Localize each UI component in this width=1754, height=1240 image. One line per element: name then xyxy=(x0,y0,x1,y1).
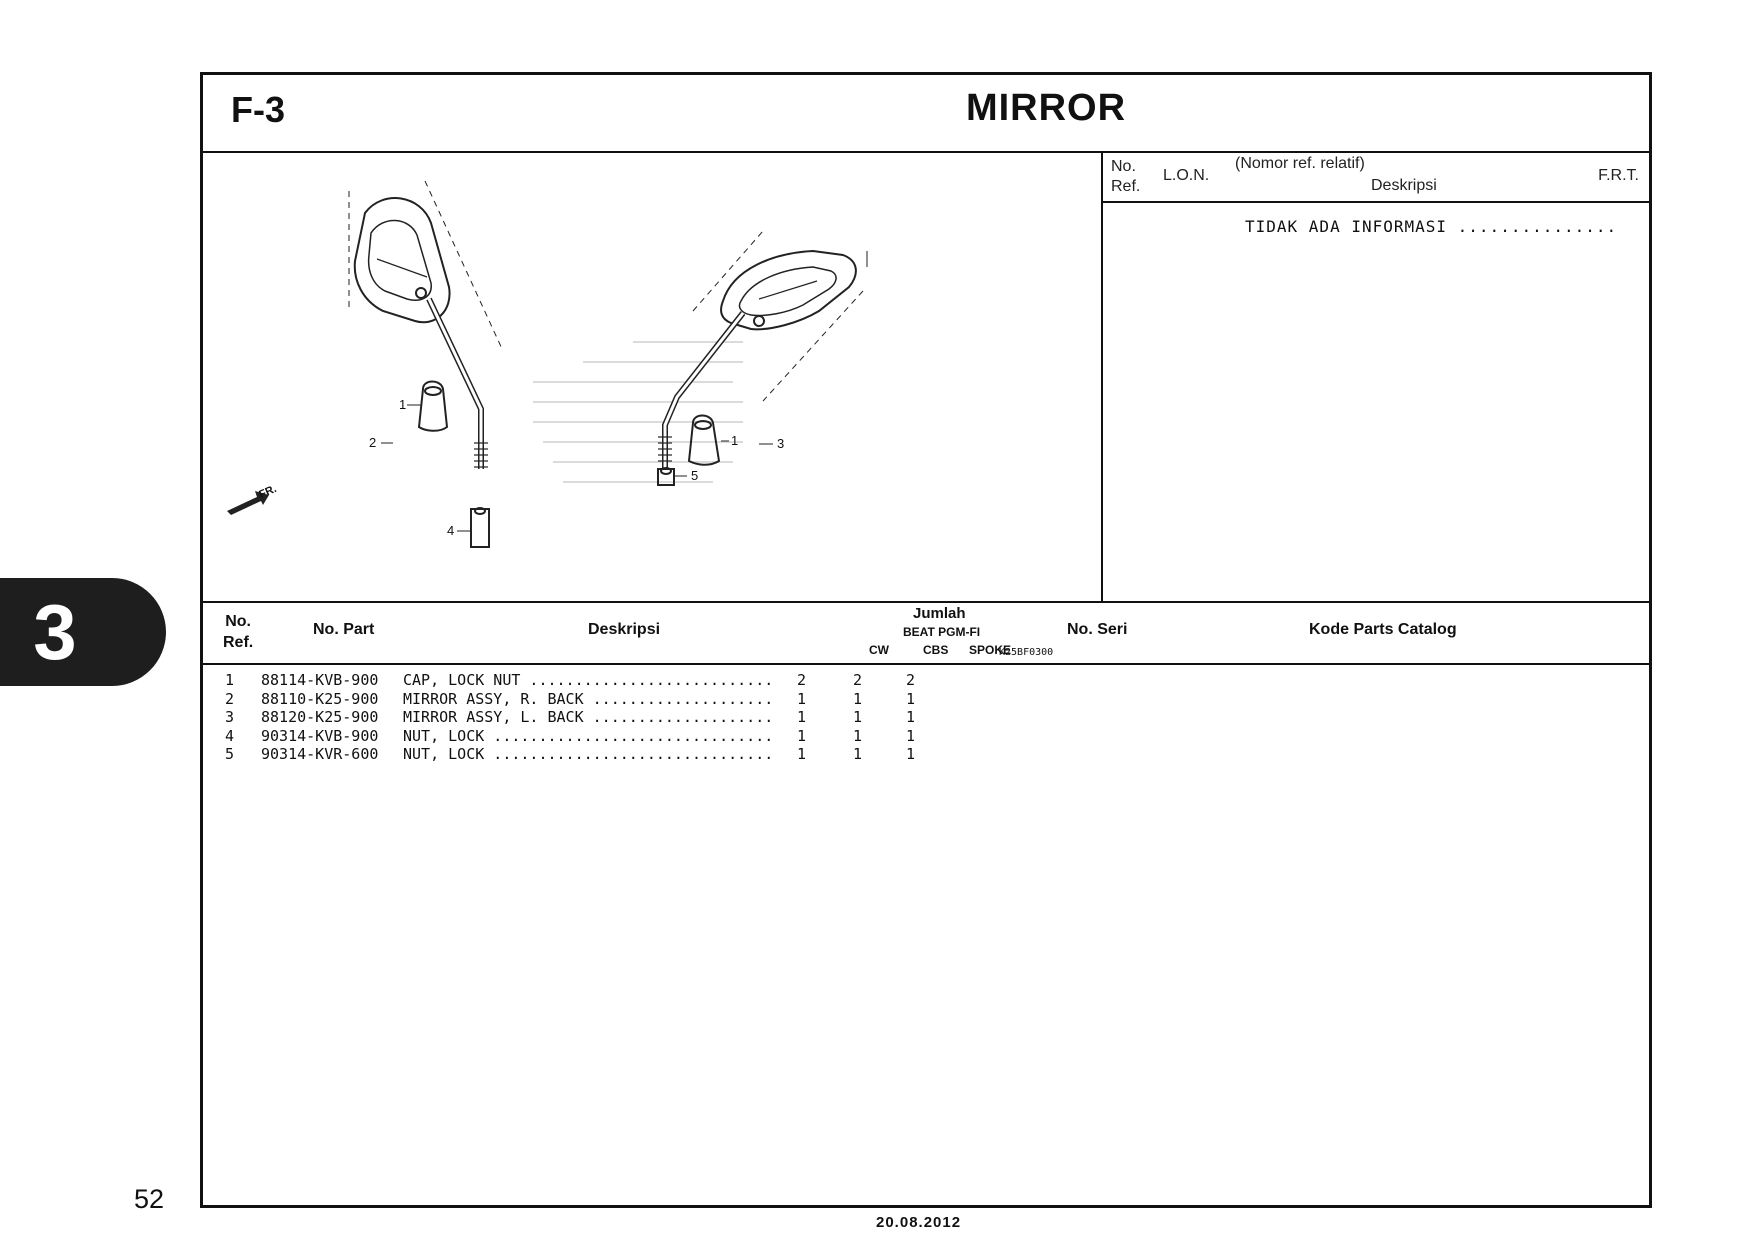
col-model: BEAT PGM-FI xyxy=(903,625,981,639)
col-no-part: No. Part xyxy=(313,621,375,638)
row-part-number: 90314-KVB-900 xyxy=(261,726,379,745)
left-nut xyxy=(470,507,490,548)
col-spoke: SPOKE xyxy=(969,643,1012,657)
table-row: 3 88120-K25-900 MIRROR ASSY, L. BACK ...… xyxy=(203,708,1649,727)
right-mirror xyxy=(658,230,868,469)
row-description: MIRROR ASSY, R. BACK ...................… xyxy=(403,689,773,708)
row-ref: 3 xyxy=(225,708,235,726)
info-col-nomor: (Nomor ref. relatif) xyxy=(1235,155,1365,172)
catalog-frame: F-3 MIRROR xyxy=(200,72,1652,1208)
row-qty-cw: 1 xyxy=(797,745,807,763)
callout-label: 5 xyxy=(691,468,699,483)
callout-label: 4 xyxy=(447,523,455,538)
row-qty-cw: 2 xyxy=(797,671,807,689)
row-qty-cbs: 1 xyxy=(853,726,863,745)
info-col-lon: L.O.N. xyxy=(1163,167,1210,184)
row-description: MIRROR ASSY, L. BACK ...................… xyxy=(403,708,773,726)
row-qty-spoke: 1 xyxy=(906,689,916,708)
row-description: NUT, LOCK ..............................… xyxy=(403,745,773,763)
row-description: NUT, LOCK ..............................… xyxy=(403,726,773,745)
row-qty-cw: 1 xyxy=(797,708,807,726)
section-code: F-3 xyxy=(231,89,285,130)
info-col-no-ref-line2: Ref. xyxy=(1111,178,1141,195)
left-cap xyxy=(417,380,449,432)
table-row: 4 90314-KVB-900 NUT, LOCK ..............… xyxy=(203,727,1649,746)
callout-label: 1 xyxy=(399,397,407,412)
col-cw: CW xyxy=(869,643,889,657)
col-no-ref: No. Ref. xyxy=(223,611,253,653)
mirror-illustration xyxy=(227,180,868,548)
row-ref: 4 xyxy=(225,726,235,745)
col-no-ref-line1: No. xyxy=(225,613,251,630)
row-part-number: 88110-K25-900 xyxy=(261,689,379,708)
info-panel-header: No. Ref. L.O.N. (Nomor ref. relatif) Des… xyxy=(1103,151,1649,203)
col-jumlah: Jumlah xyxy=(913,605,966,622)
row-qty-cbs: 1 xyxy=(853,745,863,763)
title-row: F-3 MIRROR xyxy=(203,75,1649,153)
row-qty-cbs: 1 xyxy=(853,708,863,726)
info-panel-text: TIDAK ADA INFORMASI ............... xyxy=(1245,217,1618,236)
parts-list: 1 88114-KVB-900 CAP, LOCK NUT ..........… xyxy=(203,671,1649,764)
col-cbs: CBS xyxy=(923,643,949,657)
table-row: 5 90314-KVR-600 NUT, LOCK ..............… xyxy=(203,745,1649,764)
row-qty-cbs: 2 xyxy=(853,671,863,689)
table-row: 1 88114-KVB-900 CAP, LOCK NUT ..........… xyxy=(203,671,1649,690)
stipple-shading xyxy=(533,341,743,483)
right-nut xyxy=(657,467,675,486)
callout-label: 2 xyxy=(369,435,377,450)
row-description: CAP, LOCK NUT ..........................… xyxy=(403,671,773,689)
info-col-deskripsi: Deskripsi xyxy=(1371,177,1437,194)
info-col-no-ref: No. Ref. xyxy=(1111,157,1140,197)
callout-label: 3 xyxy=(777,436,785,451)
right-cap xyxy=(687,414,721,466)
diagram-code: K25BF0300 xyxy=(999,647,1054,658)
row-qty-spoke: 1 xyxy=(906,726,916,745)
row-qty-cw: 1 xyxy=(797,726,807,745)
col-no-seri: No. Seri xyxy=(1067,621,1128,638)
callout-lines xyxy=(381,404,773,532)
row-qty-spoke: 1 xyxy=(906,708,916,726)
row-ref: 1 xyxy=(225,671,235,689)
section-title: MIRROR xyxy=(965,87,1127,129)
row-ref: 5 xyxy=(225,745,235,763)
callout-label: 1 xyxy=(731,433,739,448)
row-part-number: 88114-KVB-900 xyxy=(261,671,379,689)
row-qty-spoke: 2 xyxy=(906,671,916,689)
col-no-ref-line2: Ref. xyxy=(223,634,254,651)
row-qty-cbs: 1 xyxy=(853,689,863,708)
front-arrow-icon xyxy=(227,491,269,515)
left-mirror xyxy=(348,180,504,469)
parts-table-header: No. Ref. No. Part Deskripsi Jumlah BEAT … xyxy=(203,603,1649,665)
info-col-no-ref-line1: No. xyxy=(1111,158,1136,175)
table-row: 2 88110-K25-900 MIRROR ASSY, R. BACK ...… xyxy=(203,690,1649,709)
col-kode-parts-catalog: Kode Parts Catalog xyxy=(1309,621,1457,638)
info-panel: No. Ref. L.O.N. (Nomor ref. relatif) Des… xyxy=(1103,151,1649,603)
exploded-diagram: 1 2 4 1 3 5 FR. K25BF0300 xyxy=(203,151,1103,658)
page-number: 52 xyxy=(134,1184,165,1214)
info-col-frt: F.R.T. xyxy=(1598,167,1639,184)
chapter-tab: 3 xyxy=(0,578,166,686)
row-qty-cw: 1 xyxy=(797,689,807,708)
row-ref: 2 xyxy=(225,689,235,708)
col-deskripsi: Deskripsi xyxy=(588,621,661,638)
row-part-number: 90314-KVR-600 xyxy=(261,745,379,763)
row-qty-spoke: 1 xyxy=(906,745,916,763)
row-part-number: 88120-K25-900 xyxy=(261,708,379,726)
print-date: 20.08.2012 xyxy=(876,1214,962,1231)
